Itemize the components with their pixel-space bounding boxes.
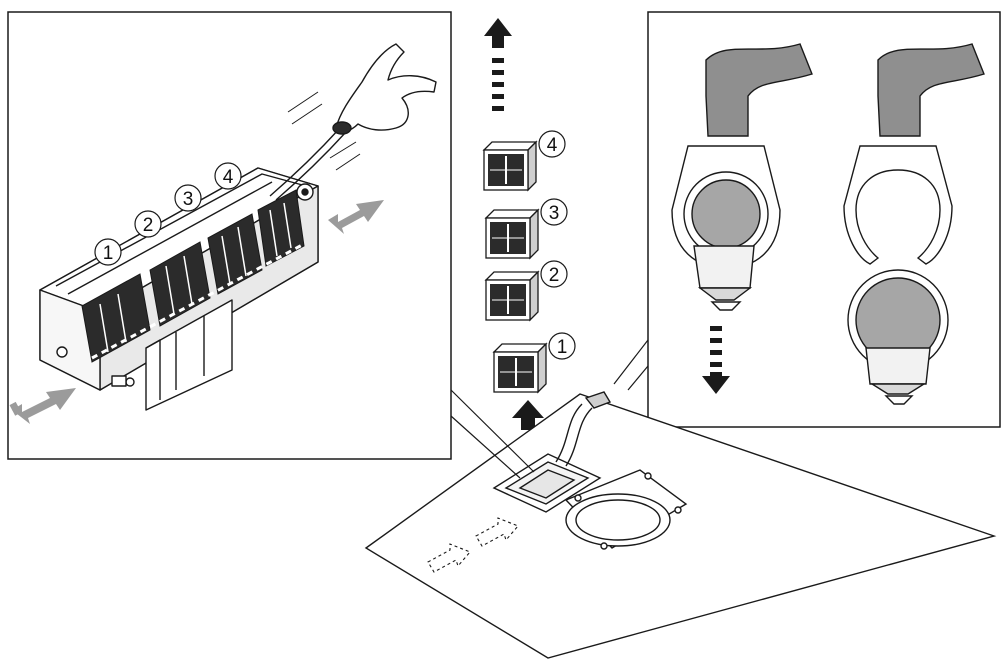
housing-number-label: 1 (103, 243, 114, 264)
base-plate (364, 393, 997, 659)
detached-cap (847, 269, 949, 405)
connection-hose (555, 391, 612, 467)
housing-number-label: 4 (223, 167, 234, 188)
housing-number-label: 2 (143, 215, 154, 236)
housing-number-1: 1 (94, 238, 122, 266)
base-airflow-arrow (427, 517, 519, 573)
insert-arrow (512, 400, 544, 430)
housing-number-label: 3 (183, 189, 194, 210)
filter-cartridge-2: 2 (484, 260, 568, 322)
hose-with-open-clamp (843, 43, 985, 265)
housing-detail-panel: 1 2 3 4 (7, 11, 452, 460)
filter-number-label: 1 (557, 337, 568, 358)
leader-lines (450, 339, 649, 479)
hand-icon (332, 43, 437, 135)
pull-up-arrow (484, 18, 512, 111)
housing-number-labels: 1 2 3 4 (94, 162, 242, 266)
cap-detail-panel (647, 11, 1001, 428)
filter-number-label: 3 (549, 203, 560, 224)
housing-filters (81, 189, 305, 363)
filter-cartridge-1: 1 (492, 332, 576, 394)
filter-stack: 4 3 2 1 (482, 18, 576, 430)
housing-number-2: 2 (134, 210, 162, 238)
filter-cartridge-3: 3 (484, 198, 568, 260)
filter-number-label: 2 (549, 265, 560, 286)
filter-number-label: 4 (547, 135, 558, 156)
pull-cord (269, 127, 347, 201)
filter-cartridge-4: 4 (482, 130, 566, 192)
housing-number-4: 4 (214, 162, 242, 190)
airflow-arrow (9, 200, 384, 424)
motion-lines (287, 91, 361, 171)
pull-down-arrow (702, 326, 730, 394)
hose-with-cap (671, 43, 813, 311)
housing-number-3: 3 (174, 184, 202, 212)
